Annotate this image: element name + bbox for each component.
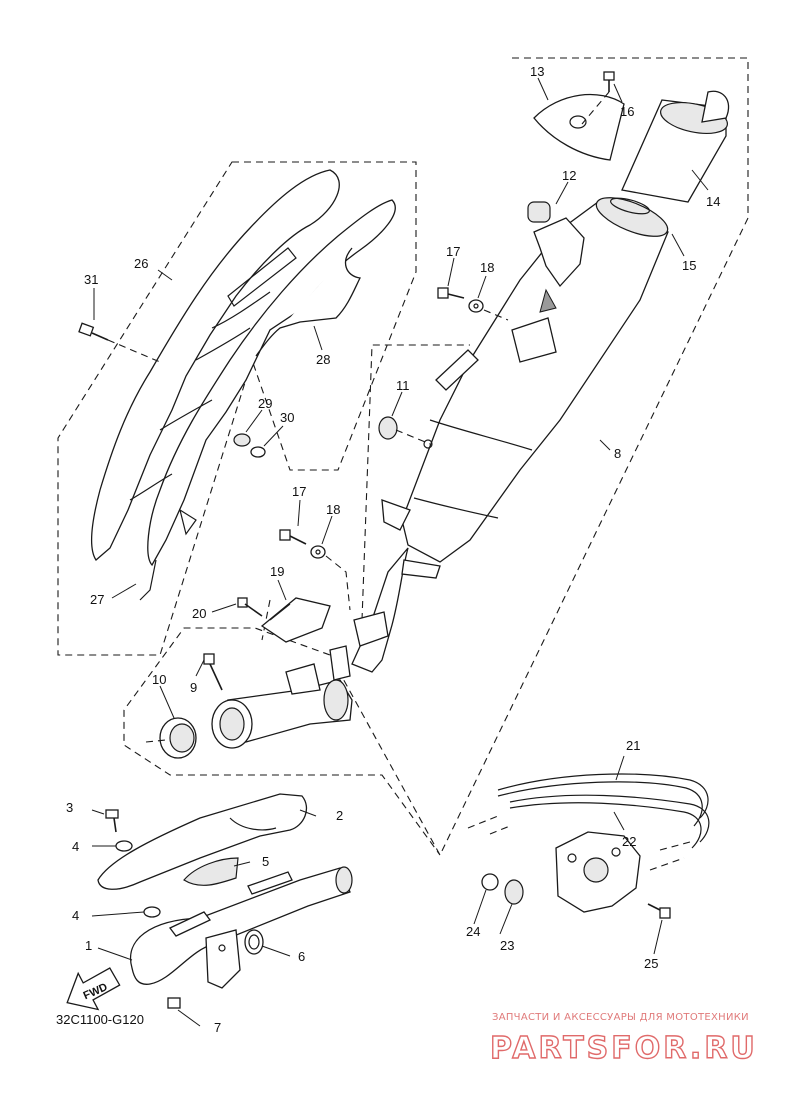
side-cover-group-outline [57,161,417,656]
gasket-15 [610,197,650,215]
valve-actuator [555,831,641,913]
callout-31: 31 [84,272,98,287]
fwd-arrow-icon: FWD [66,967,121,1011]
grommet-11 [378,416,433,449]
callout-18-upper: 18 [480,260,494,275]
bolt-25 [647,903,671,919]
callout-17-lower: 17 [292,484,306,499]
callout-2: 2 [336,808,343,823]
bolt-17-upper [437,287,465,299]
callout-10: 10 [152,672,166,687]
callout-11: 11 [396,378,410,393]
screw-16 [581,71,615,125]
brackets [169,871,293,937]
callout-28: 28 [316,352,330,367]
end-cover-13 [533,93,625,161]
exhaust-pipe-1 [130,866,353,985]
callout-13: 13 [530,64,544,79]
callout-25: 25 [644,956,658,971]
watermark-brand: PARTSFOR.RU [490,1031,758,1066]
tail-pipe-14 [621,90,730,203]
callout-27: 27 [90,592,104,607]
muffler-body [381,197,669,563]
callout-8: 8 [614,446,621,461]
flange [205,929,241,989]
gasket-10 [159,717,197,759]
nut-7 [167,997,181,1009]
heat-shield-5 [183,857,239,886]
callout-14: 14 [706,194,720,209]
exhaust-protector-2 [97,793,307,890]
callout-20: 20 [192,606,206,621]
callout-1: 1 [85,938,92,953]
side-cover-inner-28 [255,247,361,357]
protector-19 [260,597,331,643]
bolt-17-lower [279,529,307,545]
joint-pipe [227,611,389,743]
bolt-9 [203,653,223,691]
side-cover-upper [91,169,396,601]
callout-26: 26 [134,256,148,271]
callout-4: 4 [72,839,79,854]
collar-30 [250,446,266,458]
callout-23: 23 [500,938,514,953]
leader-lines [91,77,709,1027]
callout-29: 29 [258,396,272,411]
bolt-31 [78,322,109,341]
callout-9: 9 [190,680,197,695]
grommet-29 [233,433,251,447]
leader-31-axis [107,339,161,363]
callout-3: 3 [66,800,73,815]
bolt-20 [237,597,263,617]
callout-4b: 4 [72,908,79,923]
damper-12 [527,201,585,288]
gasket-6 [244,929,264,955]
callout-7: 7 [214,1020,221,1035]
callout-18-lower: 18 [326,502,340,517]
collar-24 [481,873,499,891]
callout-19: 19 [270,564,284,579]
callout-22: 22 [622,834,636,849]
grommet-23 [504,879,524,905]
clamp [211,699,253,749]
callout-5: 5 [262,854,269,869]
bolt-3 [105,809,119,833]
callout-12: 12 [562,168,576,183]
watermark-tagline: ЗАПЧАСТИ И АКСЕССУАРЫ ДЛЯ МОТОТЕХНИКИ [492,1012,749,1023]
exhaust-pipe-group-outline [261,599,271,641]
washer-18-upper [468,299,484,313]
callout-16: 16 [620,104,634,119]
callout-21: 21 [626,738,640,753]
muffler-group-outline [123,57,749,857]
callout-6: 6 [298,949,305,964]
callout-15: 15 [682,258,696,273]
washer-18-lower [310,545,326,559]
callout-24: 24 [466,924,480,939]
diagram-code: 32C1100-G120 [56,1012,144,1027]
callout-17-upper: 17 [446,244,460,259]
cable-21-22 [467,773,710,871]
callout-30: 30 [280,410,294,425]
muffler-pipe-bend [351,547,441,673]
